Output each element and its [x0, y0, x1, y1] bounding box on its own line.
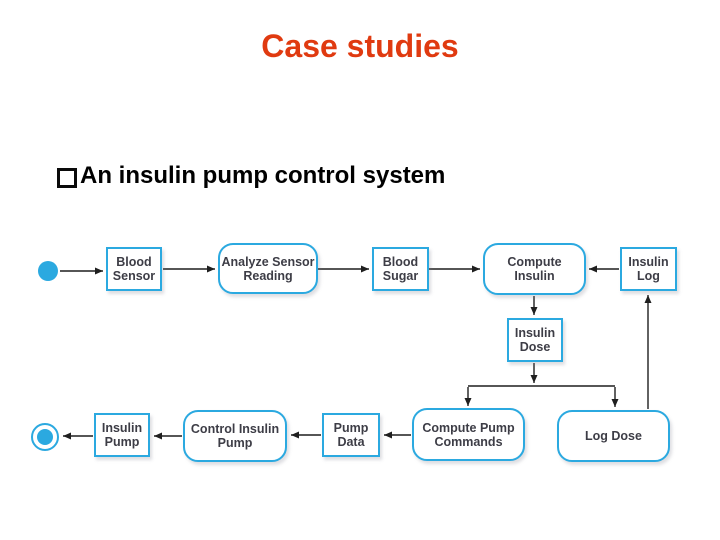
bullet-line: An insulin pump control system: [57, 162, 445, 190]
slide-title: Case studies: [261, 28, 459, 64]
node-label: Pump Data: [333, 421, 369, 449]
node-insulin-pump: Insulin Pump: [94, 413, 150, 457]
node-label: Blood Sugar: [382, 255, 419, 283]
node-label: Blood Sensor: [112, 255, 156, 283]
node-pump-data: Pump Data: [322, 413, 380, 457]
node-insulin-dose: Insulin Dose: [507, 318, 563, 362]
node-blood-sugar: Blood Sugar: [372, 247, 429, 291]
start-state-node: [38, 261, 58, 281]
node-log-dose: Log Dose: [557, 410, 670, 462]
node-compute-insulin: Compute Insulin: [483, 243, 586, 295]
node-control-insulin-pump: Control Insulin Pump: [183, 410, 287, 462]
node-label: Compute Insulin: [507, 255, 562, 283]
node-label: Compute Pump Commands: [422, 420, 515, 449]
node-label: Insulin Log: [628, 255, 669, 283]
node-label: Control Insulin Pump: [190, 422, 280, 450]
end-state-node: [31, 423, 59, 451]
node-label: Insulin Dose: [514, 326, 556, 354]
end-state-dot: [37, 429, 53, 445]
node-insulin-log: Insulin Log: [620, 247, 677, 291]
bullet-square-icon: [57, 167, 77, 188]
node-blood-sensor: Blood Sensor: [106, 247, 162, 291]
node-label: Analyze Sensor Reading: [221, 254, 315, 283]
node-label: Log Dose: [585, 429, 642, 443]
node-compute-pump-commands: Compute Pump Commands: [412, 408, 525, 461]
node-label: Insulin Pump: [101, 421, 143, 449]
node-analyze-sensor-reading: Analyze Sensor Reading: [218, 243, 318, 294]
bullet-text: An insulin pump control system: [80, 162, 446, 189]
